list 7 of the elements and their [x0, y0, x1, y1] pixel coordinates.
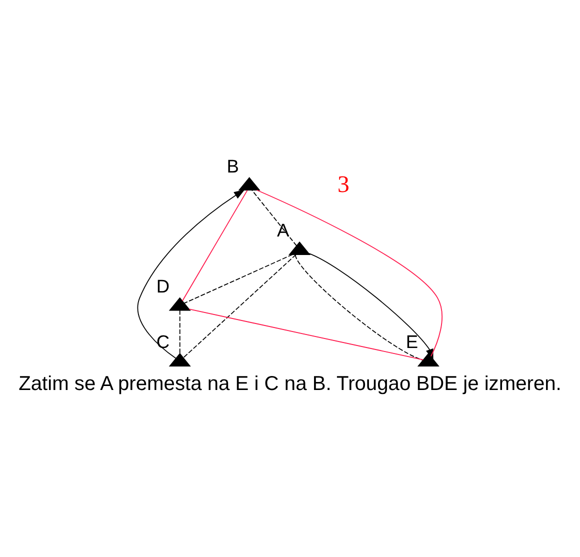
node-label: E: [406, 331, 418, 352]
caption: Zatim se A premesta na E i C na B. Trougao BDE je izmeren.: [18, 372, 562, 395]
label: 3: [337, 172, 350, 198]
node-label: D: [156, 275, 170, 296]
node-label: B: [226, 155, 239, 176]
node-label: A: [277, 220, 290, 241]
node-label: C: [156, 331, 170, 352]
